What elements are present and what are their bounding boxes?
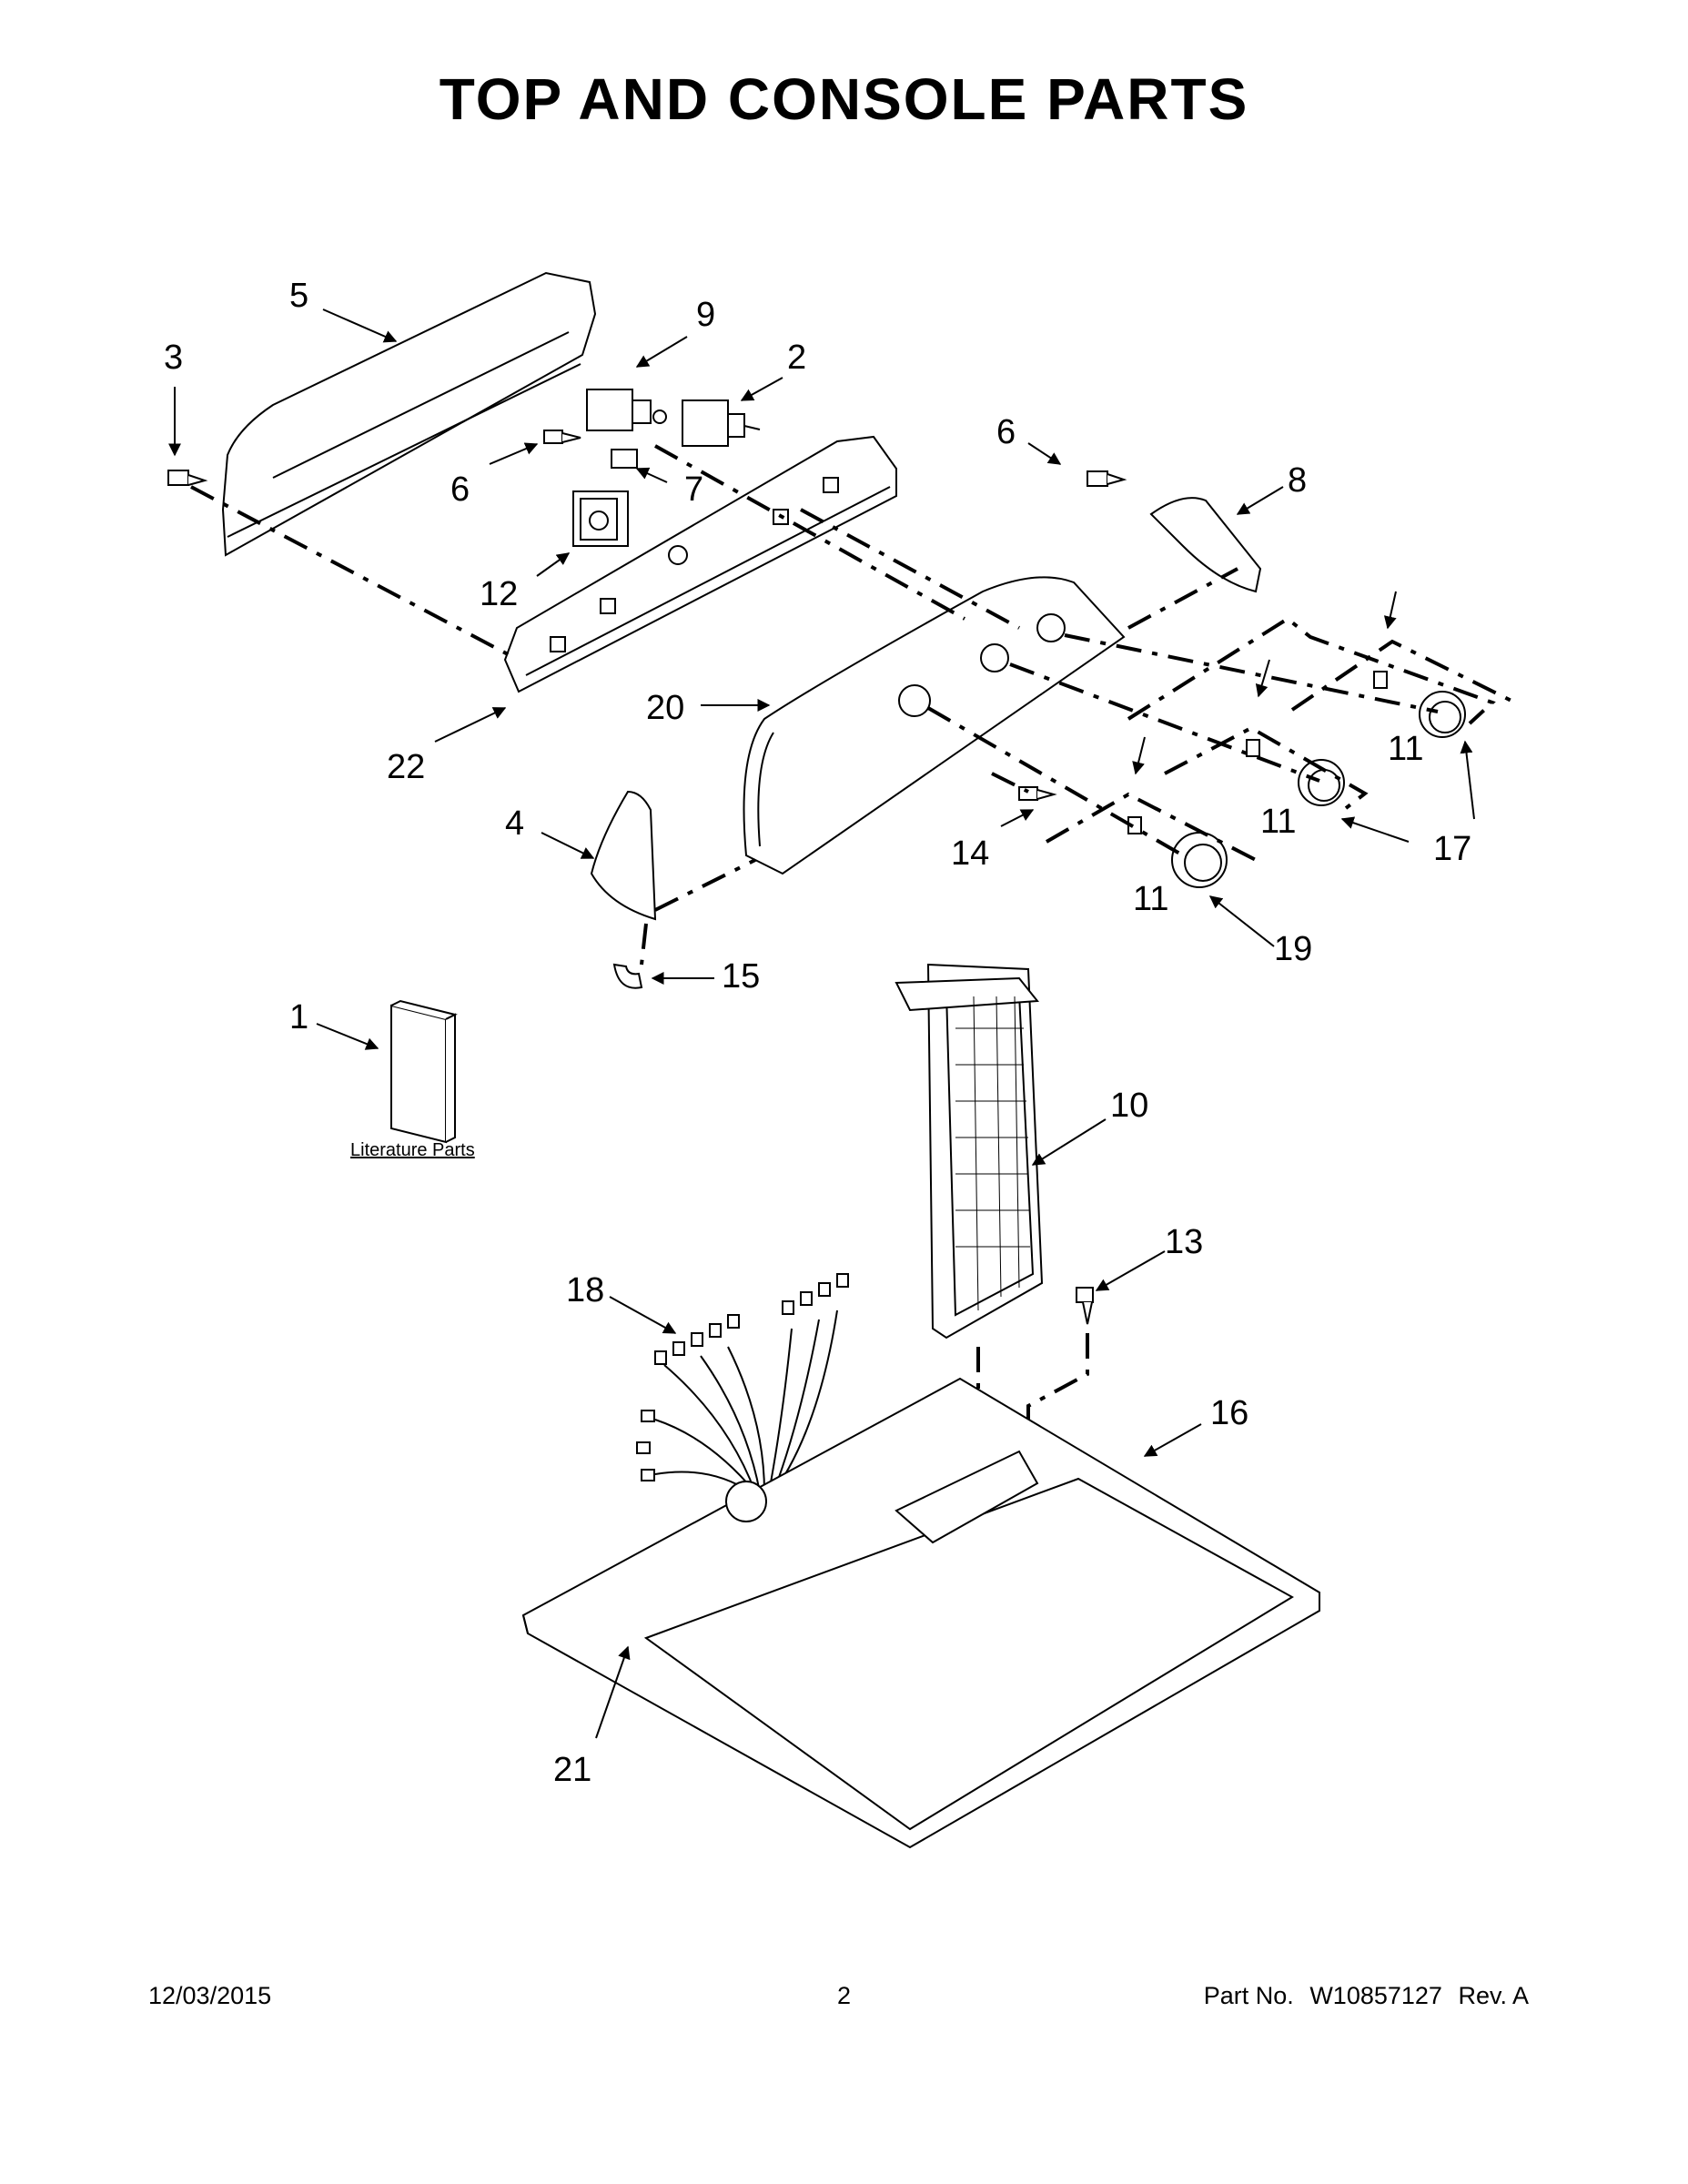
switch-part-9 xyxy=(586,389,667,431)
callout-4: 4 xyxy=(505,804,524,843)
callout-19: 19 xyxy=(1274,930,1312,968)
end-cap-right-part-8 xyxy=(1149,497,1262,593)
callout-10: 10 xyxy=(1110,1087,1148,1125)
callout-11-right: 11 xyxy=(1388,730,1423,768)
knob-assembly-part-17-right xyxy=(1373,671,1466,738)
console-part-20 xyxy=(743,576,1126,875)
callout-12: 12 xyxy=(480,575,518,613)
callout-11-left: 11 xyxy=(1133,880,1168,918)
callout-6-left: 6 xyxy=(450,470,470,509)
timer-part-12 xyxy=(572,490,629,547)
lint-screen-part-10 xyxy=(895,963,1044,1340)
rear-console-panel-part xyxy=(221,271,597,557)
callout-5: 5 xyxy=(289,277,308,315)
literature-parts xyxy=(390,999,458,1144)
screw-part-14 xyxy=(1018,786,1057,801)
callout-leaders xyxy=(168,308,1475,1739)
knob-assembly-part-19 xyxy=(1127,816,1228,888)
top-panel-part-16 xyxy=(521,1377,1320,1849)
screw-part-3 xyxy=(167,470,208,486)
footer-part-info: Part No. W10857127 Rev. A xyxy=(1195,1982,1529,2010)
footer-date: 12/03/2015 xyxy=(148,1982,272,2009)
callout-15: 15 xyxy=(722,957,760,996)
callout-11-middle: 11 xyxy=(1260,803,1296,841)
callout-22: 22 xyxy=(387,748,425,786)
part-number-label: Part No. xyxy=(1203,1982,1294,2009)
connector-part-7 xyxy=(611,449,638,469)
screw-part-6-right xyxy=(1087,470,1127,487)
callout-3: 3 xyxy=(164,339,183,377)
callout-1: 1 xyxy=(289,998,308,1036)
callout-6-right: 6 xyxy=(996,413,1016,451)
assembly-dashed-lines xyxy=(190,444,1516,966)
literature-parts-label: Literature Parts xyxy=(350,1140,475,1160)
revision-label: Rev. A xyxy=(1458,1982,1529,2009)
console-bracket-part-22 xyxy=(503,435,897,693)
callout-9: 9 xyxy=(696,296,715,334)
callout-17: 17 xyxy=(1433,830,1471,868)
callout-8: 8 xyxy=(1288,461,1307,500)
callout-18: 18 xyxy=(566,1271,604,1309)
callout-13: 13 xyxy=(1165,1223,1203,1261)
callout-14: 14 xyxy=(951,834,989,873)
part-number-value: W10857127 xyxy=(1309,1982,1442,2009)
callout-numbers: 3 5 9 2 6 7 12 22 20 6 8 4 14 15 11 11 1… xyxy=(164,277,1471,1789)
callout-16: 16 xyxy=(1210,1394,1248,1432)
clip-part-15 xyxy=(612,963,643,989)
screw-part-6-left xyxy=(543,430,581,444)
callout-7: 7 xyxy=(684,470,703,509)
footer-page-number: 2 xyxy=(836,1982,852,2009)
end-cap-left-part-4 xyxy=(590,790,657,921)
screw-part-13 xyxy=(1076,1287,1094,1325)
callout-20: 20 xyxy=(646,689,684,727)
page-title: TOP AND CONSOLE PARTS xyxy=(439,66,1249,132)
wire-harness-part-18 xyxy=(636,1273,849,1493)
callout-2: 2 xyxy=(787,339,806,377)
callout-21: 21 xyxy=(553,1751,591,1789)
switch-part-2 xyxy=(682,399,761,447)
